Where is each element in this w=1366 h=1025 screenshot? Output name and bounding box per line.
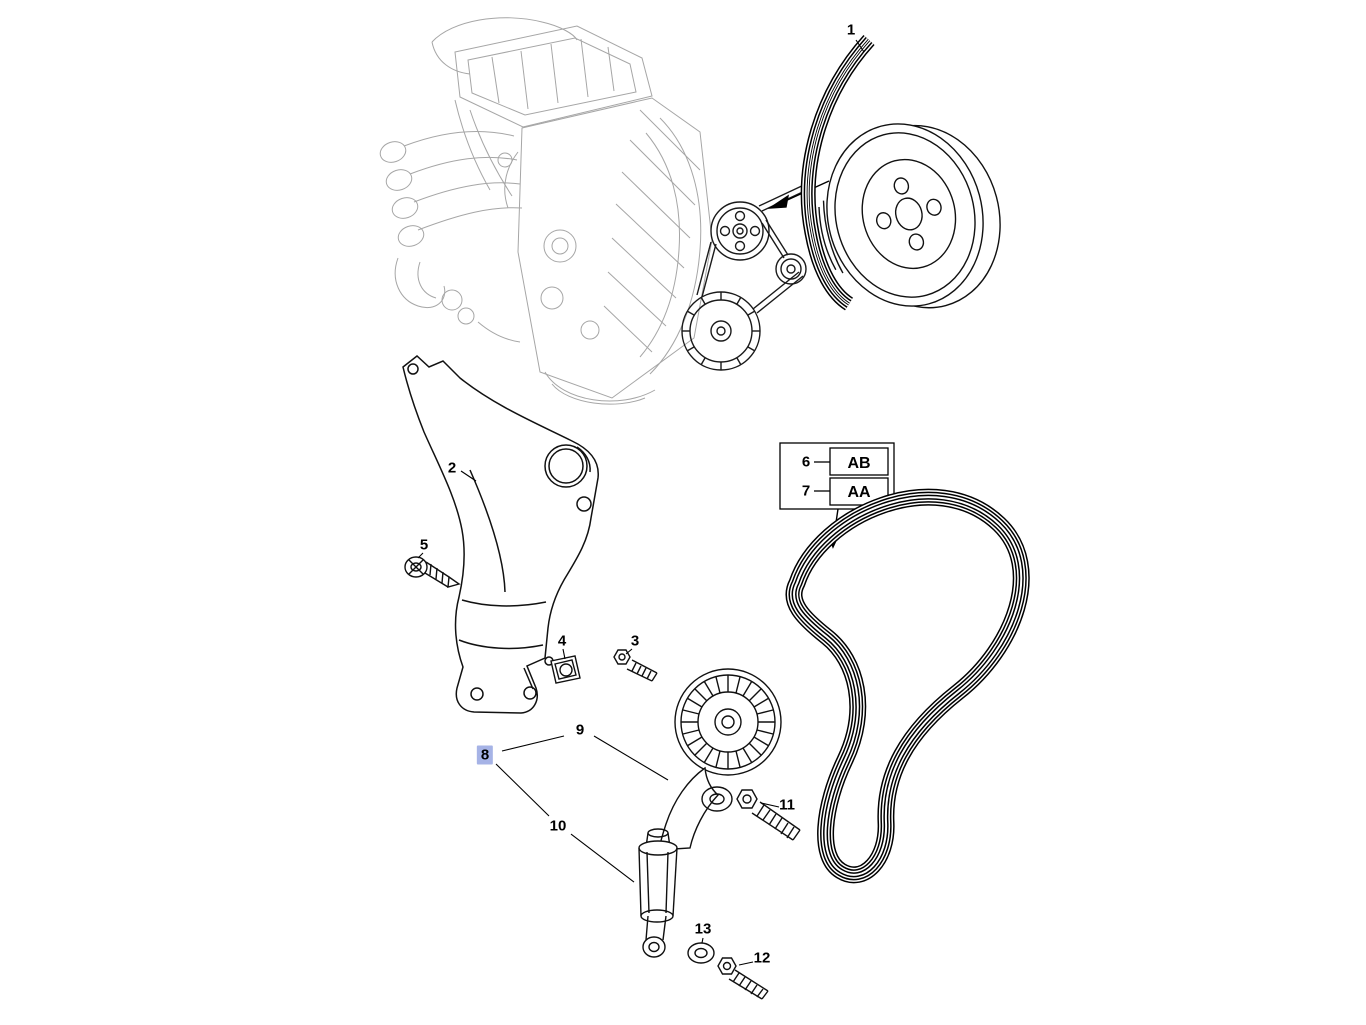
variant-code-cell-0: AB [847,455,870,472]
part-label-7[interactable]: 7 [801,482,811,500]
part-label-5[interactable]: 5 [419,536,429,554]
accessory-pulleys [681,183,810,371]
variant-table: AB AA [779,442,895,510]
timing-cover [402,355,599,714]
leader-lines [417,39,865,966]
engine-ghost-illustration [379,17,713,405]
part-label-6[interactable]: 6 [801,453,811,471]
part-label-12[interactable]: 12 [753,949,771,967]
bolt-3 [613,649,658,682]
crankshaft-pulley [818,123,1001,309]
part-label-11[interactable]: 11 [779,796,795,814]
part-label-10[interactable]: 10 [549,817,567,835]
bolt-12 [717,957,769,1000]
part-label-3[interactable]: 3 [630,632,640,650]
bolt-11 [736,789,801,841]
part-label-4[interactable]: 4 [557,632,567,650]
clip-fastener-5 [404,556,461,588]
part-label-1[interactable]: 1 [846,21,856,39]
part-label-13[interactable]: 13 [694,920,712,938]
washer-13 [687,942,715,964]
part-label-2[interactable]: 2 [447,459,457,477]
nut-clip-4 [550,655,581,684]
part-label-9[interactable]: 9 [575,721,585,739]
tensioner-damper [638,828,678,958]
belt-to-pulley-arrow-icon [767,180,830,209]
drive-belt-upper [800,34,875,311]
ribbed-belt [785,488,1030,884]
part-label-8[interactable]: 8 [476,745,494,765]
tensioner-assembly [638,668,782,958]
tensioner-pulley [674,668,782,776]
variant-code-cell-1: AA [847,484,871,501]
